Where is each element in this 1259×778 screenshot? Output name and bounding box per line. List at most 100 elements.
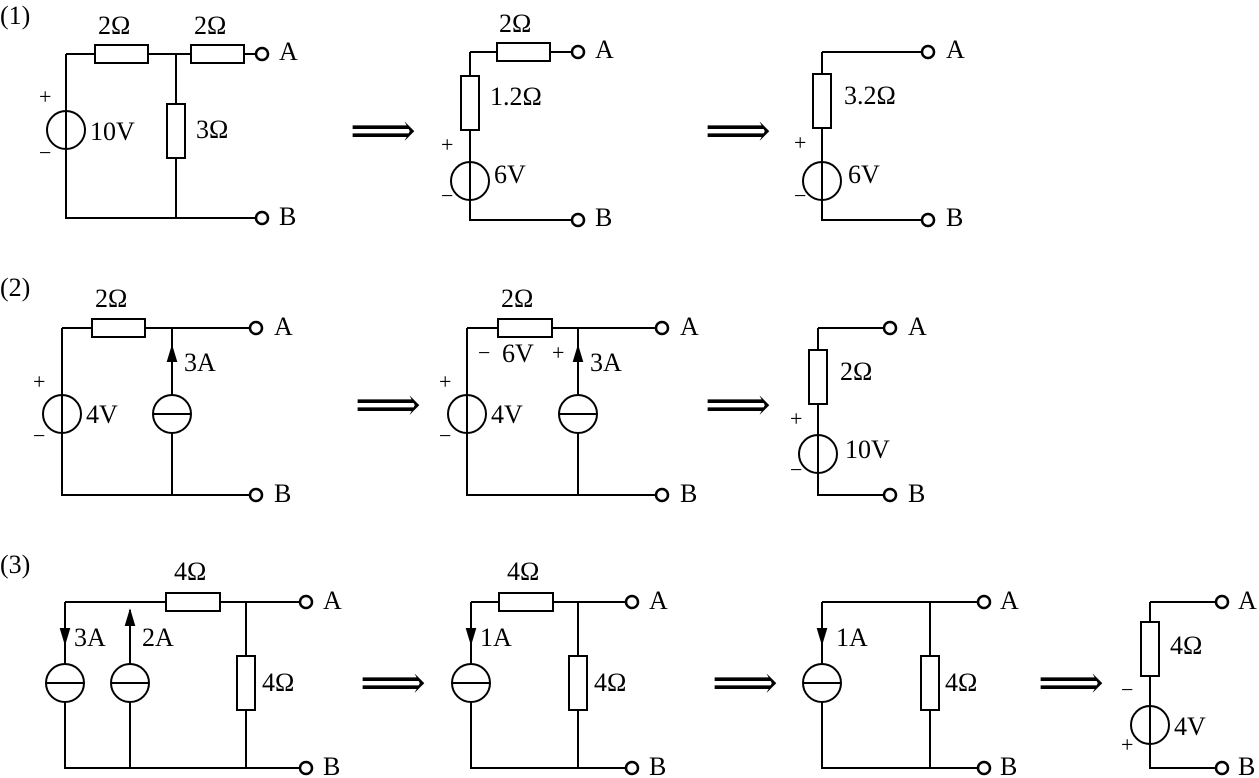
resistor-label: 2Ω bbox=[840, 357, 872, 386]
source-label: 3A bbox=[590, 348, 622, 377]
terminal-b bbox=[976, 760, 992, 776]
source-label: 4V bbox=[86, 400, 118, 429]
equivalence-arrow-icon: ⟹ bbox=[705, 379, 771, 430]
source-label: 1A bbox=[480, 623, 512, 652]
terminal-a-label: A bbox=[1238, 586, 1257, 615]
resistor bbox=[920, 655, 940, 711]
part-3-step-3-circuit: 4Ω 1A A B bbox=[802, 586, 1019, 778]
equivalence-arrow-icon: ⟹ bbox=[712, 657, 778, 708]
source-label: 6V bbox=[848, 160, 880, 189]
part-2-step-2-circuit: 2Ω − 6V + 4V 3A + − A B bbox=[439, 284, 699, 508]
resistor bbox=[498, 592, 554, 612]
terminal-b bbox=[570, 212, 586, 228]
terminal-a-label: A bbox=[908, 312, 927, 341]
voltage-source-icon bbox=[447, 394, 487, 434]
terminal-b bbox=[254, 210, 270, 226]
plus-sign: + bbox=[1121, 732, 1133, 757]
resistor-label: 4Ω bbox=[507, 557, 539, 586]
resistor-label: 2Ω bbox=[501, 284, 533, 313]
terminal-b-label: B bbox=[946, 203, 963, 232]
resistor-label: 4Ω bbox=[594, 668, 626, 697]
terminal-b-label: B bbox=[1238, 752, 1255, 778]
plus-sign: + bbox=[439, 369, 451, 394]
resistor-label: 4Ω bbox=[945, 668, 977, 697]
resistor bbox=[460, 75, 480, 131]
resistor-label: 1.2Ω bbox=[490, 82, 542, 111]
part-3-step-2-circuit: 4Ω 4Ω 1A A B bbox=[451, 557, 668, 778]
resistor bbox=[166, 103, 186, 159]
minus-sign: − bbox=[33, 423, 45, 448]
current-source-icon bbox=[152, 394, 192, 434]
resistor-label: 4Ω bbox=[174, 557, 206, 586]
source-label: 3A bbox=[74, 623, 106, 652]
terminal-b-label: B bbox=[595, 203, 612, 232]
minus-sign: − bbox=[1121, 677, 1133, 702]
voltage-source-icon bbox=[1130, 705, 1170, 745]
terminal-a bbox=[254, 46, 270, 62]
equivalence-arrow-icon: ⟹ bbox=[355, 379, 421, 430]
terminal-b-label: B bbox=[274, 479, 291, 508]
terminal-a bbox=[976, 594, 992, 610]
terminal-b-label: B bbox=[680, 479, 697, 508]
resistor-label: 3.2Ω bbox=[844, 81, 896, 110]
plus-sign: + bbox=[794, 130, 806, 155]
resistor bbox=[812, 73, 832, 129]
terminal-a-label: A bbox=[680, 312, 699, 341]
part-1-step-3-circuit: 3.2Ω 6V + − A B bbox=[794, 35, 965, 232]
voltage-source-icon bbox=[798, 434, 838, 474]
terminal-b bbox=[654, 487, 670, 503]
terminal-b bbox=[624, 760, 640, 776]
equivalence-arrow-icon: ⟹ bbox=[1038, 657, 1104, 708]
current-source-icon bbox=[45, 663, 85, 703]
part-2-step-3-circuit: 2Ω 10V + − A B bbox=[790, 312, 927, 508]
source-label: 1A bbox=[836, 623, 868, 652]
terminal-a-label: A bbox=[1000, 586, 1019, 615]
terminal-a-label: A bbox=[279, 37, 298, 66]
terminal-a-label: A bbox=[274, 312, 293, 341]
part-1-step-2-circuit: 2Ω 1.2Ω 6V + − A B bbox=[441, 9, 614, 232]
resistor-label: 4Ω bbox=[262, 668, 294, 697]
resistor bbox=[1140, 621, 1160, 677]
minus-sign: − bbox=[790, 457, 802, 482]
resistor-label: 2Ω bbox=[98, 11, 130, 40]
terminal-b-label: B bbox=[908, 479, 925, 508]
voltage-drop-label: 6V bbox=[502, 339, 534, 368]
resistor bbox=[91, 318, 146, 338]
resistor bbox=[808, 349, 828, 405]
terminal-b-label: B bbox=[1000, 752, 1017, 778]
terminal-a bbox=[570, 44, 586, 60]
terminal-a bbox=[298, 594, 314, 610]
plus-sign: + bbox=[790, 406, 802, 431]
resistor bbox=[568, 655, 588, 711]
part-2-label: (2) bbox=[0, 273, 30, 302]
resistor-label: 4Ω bbox=[1170, 631, 1202, 660]
terminal-a-label: A bbox=[946, 35, 965, 64]
plus-sign: + bbox=[552, 340, 564, 365]
equivalence-arrow-icon: ⟹ bbox=[360, 657, 426, 708]
source-label: 4V bbox=[491, 400, 523, 429]
resistor bbox=[190, 44, 245, 64]
terminal-a-label: A bbox=[595, 35, 614, 64]
minus-sign: − bbox=[478, 340, 490, 365]
part-1-step-1-circuit: 2Ω 2Ω 3Ω 10V + − A B bbox=[39, 11, 298, 231]
equivalence-arrow-icon: ⟹ bbox=[350, 105, 416, 156]
part-2-step-1-circuit: 2Ω 4V 3A + − A B bbox=[33, 284, 293, 508]
part-3-label: (3) bbox=[0, 550, 30, 579]
terminal-a-label: A bbox=[649, 586, 668, 615]
current-source-icon bbox=[802, 663, 842, 703]
resistor-label: 2Ω bbox=[194, 11, 226, 40]
source-label: 6V bbox=[494, 160, 526, 189]
part-3-step-1-circuit: 4Ω 4Ω 3A 2A A B bbox=[45, 557, 342, 778]
equivalence-arrow-icon: ⟹ bbox=[705, 105, 771, 156]
voltage-source-icon bbox=[46, 110, 86, 150]
terminal-b bbox=[298, 760, 314, 776]
plus-sign: + bbox=[33, 369, 45, 394]
resistor-label: 3Ω bbox=[196, 115, 228, 144]
source-label: 10V bbox=[845, 435, 890, 464]
plus-sign: + bbox=[441, 132, 453, 157]
resistor-label: 2Ω bbox=[95, 284, 127, 313]
minus-sign: − bbox=[794, 183, 806, 208]
source-label: 10V bbox=[90, 117, 135, 146]
terminal-b-label: B bbox=[649, 752, 666, 778]
